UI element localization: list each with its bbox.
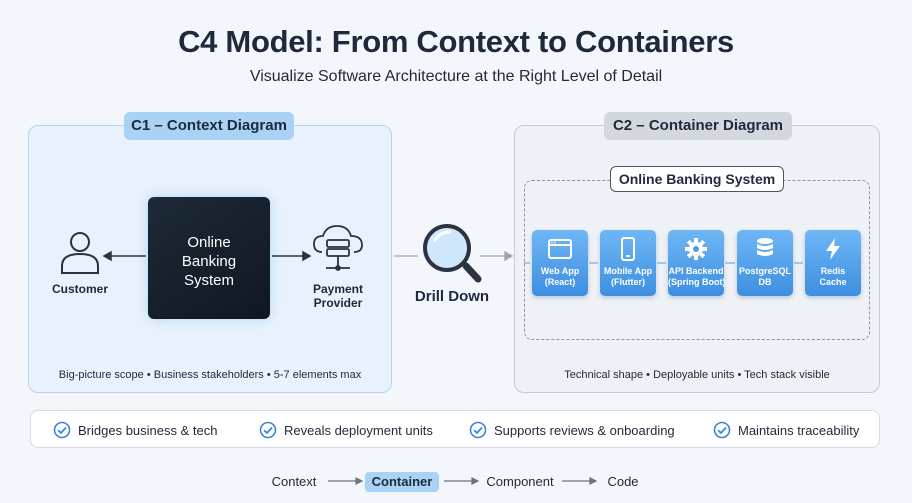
container-tech: (React) — [544, 277, 576, 287]
benefit-label: Maintains traceability — [738, 422, 860, 438]
container-name: Web App — [540, 266, 580, 276]
container-postgresql-db: PostgreSQL DB — [737, 230, 793, 296]
check-circle-icon — [469, 421, 487, 439]
cloud-server-icon — [313, 225, 363, 271]
drill-connector — [394, 250, 514, 262]
system-label-line1: Online — [187, 234, 231, 251]
benefit-label: Supports reviews & onboarding — [494, 422, 675, 438]
container-tech: Cache — [819, 277, 847, 287]
provider-label: Payment Provider — [296, 282, 380, 310]
arrow-to-customer — [102, 250, 146, 262]
c1-caption: Big-picture scope • Business stakeholder… — [58, 369, 362, 381]
lightning-icon — [826, 238, 840, 260]
system-label-line2: Banking — [181, 253, 237, 270]
container-api-backend: API Backend (Spring Boot) — [668, 230, 726, 296]
level-context: Context — [271, 474, 317, 489]
container-tech: (Spring Boot) — [668, 277, 726, 287]
system-box: Online Banking System — [148, 197, 270, 319]
arrow-to-provider — [272, 250, 312, 262]
drill-down-label: Drill Down — [414, 288, 490, 305]
c2-tag: C2 – Container Diagram — [604, 112, 792, 140]
container-tech: DB — [758, 277, 772, 287]
container-mobile-app: Mobile App (Flutter) — [600, 230, 656, 296]
provider-label-line1: Payment — [312, 282, 364, 296]
benefit-label: Reveals deployment units — [284, 422, 433, 438]
level-component: Component — [486, 474, 554, 489]
container-name: Mobile App — [603, 266, 653, 276]
level-code: Code — [607, 474, 639, 489]
customer-label: Customer — [51, 282, 108, 296]
container-name: Redis — [820, 266, 846, 276]
c2-caption: Technical shape • Deployable units • Tec… — [564, 369, 830, 381]
page-title: C4 Model: From Context to Containers — [178, 24, 734, 59]
browser-window-icon — [548, 239, 572, 259]
level-arrows — [328, 477, 598, 485]
database-icon — [757, 238, 773, 256]
container-tech: (Flutter) — [611, 277, 645, 287]
container-name: PostgreSQL — [738, 266, 791, 276]
benefit-label: Bridges business & tech — [78, 422, 218, 438]
magnifier-icon — [423, 224, 482, 283]
c1-tag: C1 – Context Diagram — [124, 112, 294, 140]
check-circle-icon — [259, 421, 277, 439]
system-label-line3: System — [183, 272, 234, 289]
smartphone-icon — [621, 237, 635, 261]
provider-label-line2: Provider — [313, 296, 363, 310]
page-subtitle: Visualize Software Architecture at the R… — [249, 68, 663, 85]
benefits-bar: Bridges business & tech Reveals deployme… — [30, 410, 880, 448]
benefit-item: Supports reviews & onboarding — [469, 411, 675, 449]
container-redis-cache: Redis Cache — [805, 230, 861, 296]
person-icon — [61, 232, 99, 274]
container-name: API Backend — [668, 266, 724, 276]
check-circle-icon — [713, 421, 731, 439]
level-container: Container — [365, 472, 439, 492]
container-web-app: Web App (React) — [532, 230, 588, 296]
benefit-item: Reveals deployment units — [259, 411, 433, 449]
benefit-item: Maintains traceability — [713, 411, 859, 449]
benefit-item: Bridges business & tech — [53, 411, 217, 449]
boundary-label: Online Banking System — [610, 166, 784, 192]
check-circle-icon — [53, 421, 71, 439]
gear-icon — [685, 238, 707, 260]
